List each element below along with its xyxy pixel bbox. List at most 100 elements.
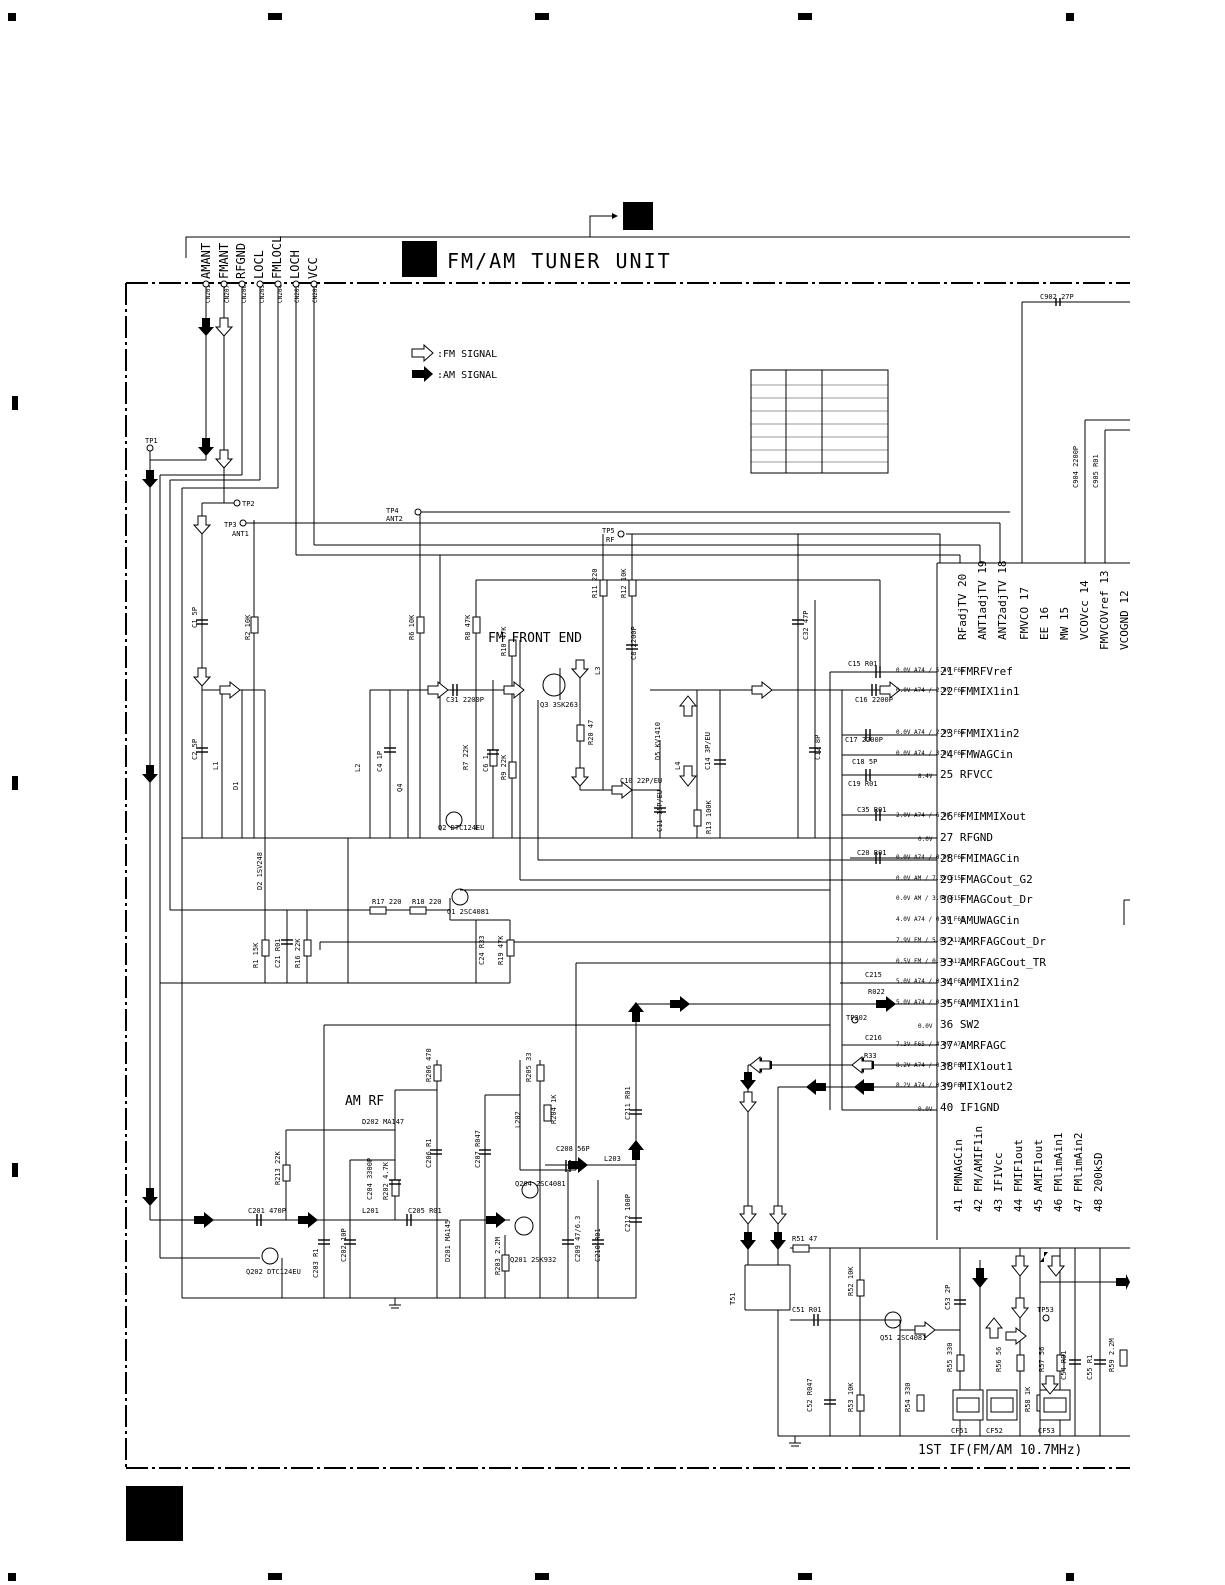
- svg-text:R33: R33: [864, 1052, 877, 1060]
- svg-text:L4: L4: [674, 762, 682, 770]
- svg-text:31 AMUWAGCin: 31 AMUWAGCin: [940, 914, 1019, 927]
- q2-transistor: [445, 811, 463, 829]
- svg-text:D1: D1: [232, 782, 240, 790]
- svg-text:C206 R1: C206 R1: [425, 1138, 433, 1168]
- test-point-markers: [146, 444, 1050, 1322]
- svg-text:0.0V A74 / 2.9V F65: 0.0V A74 / 2.9V F65: [896, 687, 965, 694]
- svg-text:R205 33: R205 33: [525, 1052, 533, 1082]
- svg-text:C55 R1: C55 R1: [1086, 1355, 1094, 1380]
- svg-text:CN204: CN204: [277, 285, 284, 303]
- svg-text:Q3 3SK263: Q3 3SK263: [540, 701, 578, 709]
- svg-text:Q202 DTC124EU: Q202 DTC124EU: [246, 1268, 301, 1276]
- svg-text:C210 R01: C210 R01: [594, 1228, 602, 1262]
- svg-text:C204 3300P: C204 3300P: [366, 1158, 374, 1200]
- svg-text:CN201: CN201: [205, 285, 212, 303]
- svg-text:C32 47P: C32 47P: [802, 610, 810, 640]
- svg-text:0.0V: 0.0V: [918, 836, 933, 843]
- legend-fm: :FM SIGNAL: [437, 349, 497, 360]
- svg-text:R9 22K: R9 22K: [500, 754, 508, 780]
- svg-text:L202: L202: [514, 1111, 522, 1128]
- svg-text:0.0V: 0.0V: [918, 1106, 933, 1113]
- svg-text:C209 47/6.3: C209 47/6.3: [574, 1216, 582, 1262]
- svg-text:36 SW2: 36 SW2: [940, 1018, 980, 1031]
- svg-text:D2 1SV248: D2 1SV248: [256, 852, 264, 890]
- svg-text:C216: C216: [865, 1034, 882, 1042]
- connector-locl: LOCL: [252, 250, 266, 279]
- svg-text:C24 R33: C24 R33: [478, 935, 486, 965]
- svg-text:R59 2.2M: R59 2.2M: [1108, 1338, 1116, 1372]
- svg-text:TP3: TP3: [224, 521, 237, 529]
- svg-text:0.0V: 0.0V: [918, 1023, 933, 1030]
- svg-text:CF53: CF53: [1038, 1427, 1055, 1435]
- svg-text:22 FMMIX1in1: 22 FMMIX1in1: [940, 685, 1019, 698]
- svg-text:CF52: CF52: [986, 1427, 1003, 1435]
- svg-text:2.0V A74 / 6.9V F65: 2.0V A74 / 6.9V F65: [896, 812, 965, 819]
- svg-text:47 FMlimAin2: 47 FMlimAin2: [1072, 1133, 1085, 1212]
- svg-text:R17 220: R17 220: [372, 898, 402, 906]
- svg-text:C212 100P: C212 100P: [624, 1194, 632, 1232]
- q202-transistor: [261, 1247, 279, 1265]
- q3-transistor: [542, 673, 566, 697]
- svg-text:MW 15: MW 15: [1058, 607, 1071, 640]
- svg-text:C14 3P/EU: C14 3P/EU: [704, 732, 712, 770]
- svg-text:C4 1P: C4 1P: [376, 751, 384, 772]
- capacitors: [196, 298, 1106, 1405]
- svg-text:R7 22K: R7 22K: [462, 744, 470, 770]
- svg-text:R8 47K: R8 47K: [464, 614, 472, 640]
- svg-text:D5 KV1410: D5 KV1410: [654, 722, 662, 760]
- svg-text:42 FM/AMIF1in: 42 FM/AMIF1in: [972, 1126, 985, 1212]
- svg-text:R52 10K: R52 10K: [847, 1266, 855, 1296]
- svg-text:46 FMlimAin1: 46 FMlimAin1: [1052, 1133, 1065, 1212]
- svg-text:R1 15K: R1 15K: [252, 942, 260, 968]
- svg-text:R2 10K: R2 10K: [244, 614, 252, 640]
- section-marker-top: [623, 202, 653, 230]
- svg-text:C211 R01: C211 R01: [624, 1086, 632, 1120]
- svg-text:R022: R022: [868, 988, 885, 996]
- section-marker-bottom: [126, 1486, 183, 1541]
- svg-text:R57 56: R57 56: [1038, 1347, 1046, 1372]
- svg-text:32 AMRFAGCout_Dr: 32 AMRFAGCout_Dr: [940, 935, 1046, 948]
- voltage-table: [750, 369, 889, 474]
- svg-text:5.0V A74 / 0.0V F65: 5.0V A74 / 0.0V F65: [896, 999, 965, 1006]
- svg-text:L203: L203: [604, 1155, 621, 1163]
- svg-text:C2 5P: C2 5P: [191, 739, 199, 760]
- svg-text:TP1: TP1: [145, 437, 158, 445]
- fm-component-labels: C1 5P R2 10K C2 5P L1 D1 D2 1SV248 R1 15…: [191, 568, 893, 1060]
- svg-text:C6 1: C6 1: [482, 755, 490, 772]
- section-marker-unit: [402, 241, 437, 277]
- svg-text:R18 220: R18 220: [412, 898, 442, 906]
- svg-text:C18 5P: C18 5P: [852, 758, 877, 766]
- svg-text:R19 47K: R19 47K: [497, 935, 505, 965]
- svg-text:CN202: CN202: [312, 285, 319, 303]
- connector-vcc: VCC: [306, 257, 320, 279]
- svg-text:C208 56P: C208 56P: [556, 1145, 590, 1153]
- svg-text:TP2: TP2: [242, 500, 255, 508]
- svg-text:C11 15P/EU: C11 15P/EU: [656, 790, 664, 832]
- svg-text:Q2 DTC124EU: Q2 DTC124EU: [438, 824, 484, 832]
- q1-transistor: [451, 888, 469, 906]
- svg-text:C16 2200P: C16 2200P: [855, 696, 893, 704]
- svg-text:34 AMMIX1in2: 34 AMMIX1in2: [940, 976, 1019, 989]
- svg-text:27 RFGND: 27 RFGND: [940, 831, 993, 844]
- svg-text:0.0V A74 / 0.0V F65: 0.0V A74 / 0.0V F65: [896, 854, 965, 861]
- connector-rfgnd: RFGND: [234, 243, 248, 279]
- am-component-labels: C201 470P R213 22K Q202 DTC124EU C203 R1…: [246, 1048, 632, 1278]
- svg-text:R213 22K: R213 22K: [274, 1150, 282, 1185]
- svg-text:38 MIX1out1: 38 MIX1out1: [940, 1060, 1013, 1073]
- svg-text:0.0V AM / 3.9V F155: 0.0V AM / 3.9V F155: [896, 895, 965, 902]
- svg-text:TP53: TP53: [1037, 1306, 1054, 1314]
- svg-text:TP5: TP5: [602, 527, 615, 535]
- svg-text:ANT1: ANT1: [232, 530, 249, 538]
- connector-labels: AMANT FMANT RFGND LOCL FMLOCL LOCH VCC: [199, 236, 320, 279]
- svg-text:L201: L201: [362, 1207, 379, 1215]
- svg-text:C905 R01: C905 R01: [1092, 454, 1100, 488]
- svg-text:CF51: CF51: [951, 1427, 968, 1435]
- svg-text:Q1 2SC4081: Q1 2SC4081: [447, 908, 489, 916]
- svg-text:41 FMNAGCin: 41 FMNAGCin: [952, 1139, 965, 1212]
- svg-text:0.0V A74 / 5.4V F65: 0.0V A74 / 5.4V F65: [896, 667, 965, 674]
- svg-text:7.3V F65 / 4.0V A70: 7.3V F65 / 4.0V A70: [896, 1041, 965, 1048]
- svg-text:0.0V A74 / 3.0V F65: 0.0V A74 / 3.0V F65: [896, 750, 965, 757]
- svg-text:R51 47: R51 47: [792, 1235, 817, 1243]
- svg-text:C215: C215: [865, 971, 882, 979]
